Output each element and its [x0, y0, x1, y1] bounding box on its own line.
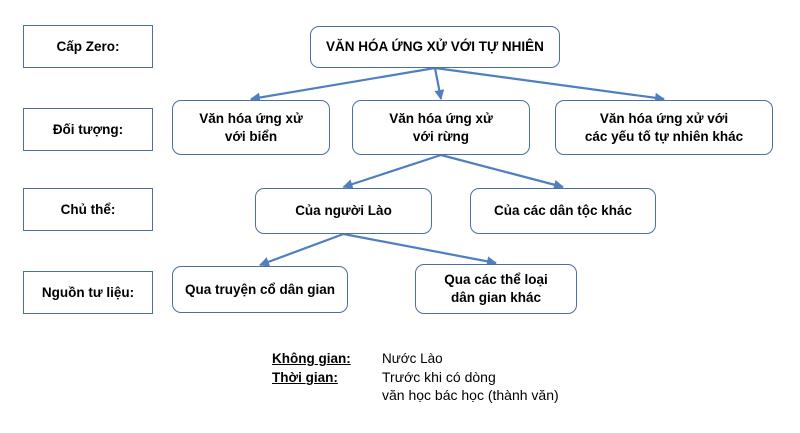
node-the-loai: Qua các thể loại dân gian khác — [415, 264, 577, 314]
node-dan-toc-khac: Của các dân tộc khác — [470, 188, 656, 234]
node-text: VĂN HÓA ỨNG XỬ VỚI TỰ NHIÊN — [326, 39, 544, 54]
row-label-text: Nguồn tư liệu: — [41, 284, 135, 300]
node-text: Qua truyện cổ dân gian — [184, 281, 336, 297]
row-label-chu-the: Chủ thể: — [23, 188, 153, 231]
thoi-gian-value-line2: văn học bác học (thành văn) — [382, 387, 559, 403]
khong-gian-label: Không gian: — [272, 351, 351, 366]
node-text: Văn hóa ứng xử với biển — [199, 110, 303, 144]
row-label-nguon-tu-lieu: Nguồn tư liệu: — [23, 271, 153, 314]
row-label-text: Đối tượng: — [52, 121, 124, 137]
thoi-gian-value-line1: Trước khi có dòng — [382, 369, 496, 385]
row-label-doi-tuong: Đối tượng: — [23, 108, 153, 151]
row-label-cap-zero: Cấp Zero: — [23, 25, 153, 68]
node-text: Của người Lào — [295, 203, 392, 218]
node-text: Của các dân tộc khác — [493, 203, 633, 218]
node-text: Văn hóa ứng xử với rừng — [389, 110, 493, 144]
node-nguoi-lao: Của người Lào — [255, 188, 432, 234]
node-bien: Văn hóa ứng xử với biển — [172, 100, 330, 155]
node-root: VĂN HÓA ỨNG XỬ VỚI TỰ NHIÊN — [310, 26, 560, 68]
node-khac: Văn hóa ứng xử với các yếu tố tự nhiên k… — [555, 100, 773, 155]
node-truyen-co: Qua truyện cổ dân gian — [172, 266, 348, 313]
row-label-text: Chủ thể: — [60, 201, 116, 217]
thoi-gian-label: Thời gian: — [272, 370, 338, 385]
node-text: Văn hóa ứng xử với các yếu tố tự nhiên k… — [584, 110, 744, 144]
khong-gian-value: Nước Lào — [382, 351, 443, 366]
row-label-text: Cấp Zero: — [56, 38, 120, 54]
node-rung: Văn hóa ứng xử với rừng — [352, 100, 530, 155]
node-text: Qua các thể loại dân gian khác — [444, 272, 548, 305]
